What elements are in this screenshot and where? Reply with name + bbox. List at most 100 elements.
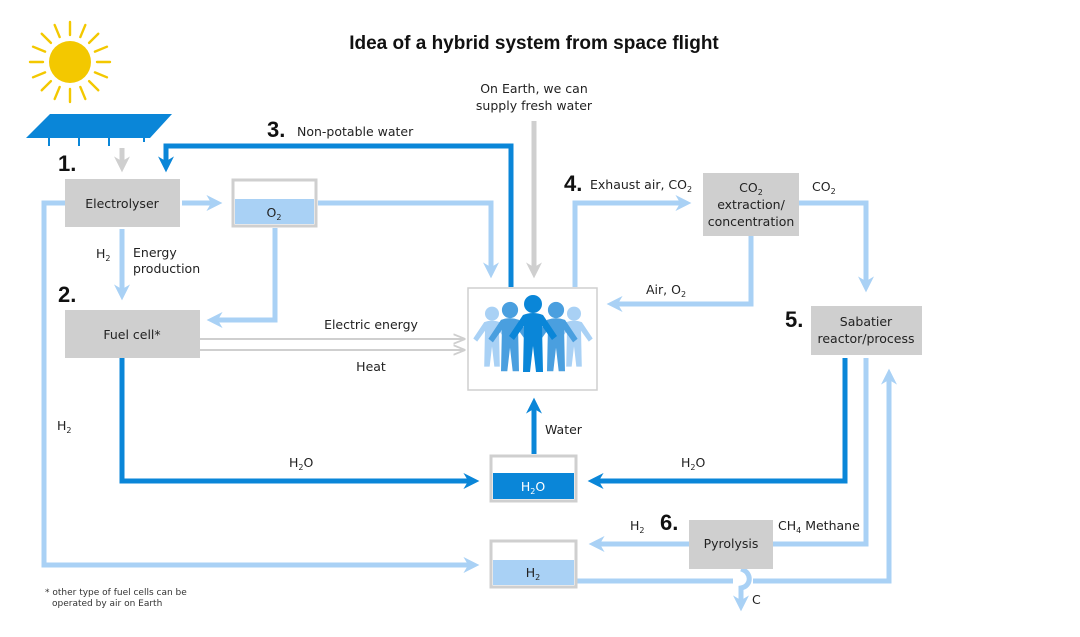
- sabatier-line1: Sabatier: [840, 314, 893, 329]
- h2o-tank[interactable]: H2O: [489, 454, 578, 503]
- pyrolysis-box[interactable]: Pyrolysis: [689, 520, 773, 569]
- earth-water-line1: On Earth, we can: [480, 81, 588, 96]
- svg-text:CH4 Methane: CH4 Methane: [778, 518, 860, 535]
- person-figure: [488, 301, 532, 372]
- co2-out-label: CO: [812, 179, 831, 194]
- sun-ray: [31, 71, 47, 79]
- sun-ray: [93, 71, 109, 79]
- svg-text:H2: H2: [96, 246, 111, 263]
- energy-production-line1: Energy: [133, 245, 177, 260]
- earth-water-line2: supply fresh water: [476, 98, 593, 113]
- h2-tank-label: H: [526, 565, 535, 580]
- svg-text:H2: H2: [57, 418, 72, 435]
- methane-arrow: [770, 358, 869, 547]
- h2-energy-sub: 2: [105, 254, 110, 263]
- sun-ray: [40, 32, 53, 45]
- sun-ray: [87, 79, 100, 92]
- h2o-left-label: H: [289, 455, 298, 470]
- step-5-number: 5.: [785, 307, 803, 332]
- air-o2-sub: 2: [681, 290, 686, 299]
- step-2-number: 2.: [58, 282, 76, 307]
- ch4-sub: 4: [796, 526, 801, 535]
- sun-ray: [53, 23, 61, 39]
- o2-tank-sub: 2: [276, 213, 281, 222]
- sun-ray: [53, 85, 61, 101]
- o2-tank-label: O: [267, 205, 277, 220]
- sun-ray: [93, 45, 109, 53]
- sun-ray: [79, 23, 87, 39]
- h2o-left-end: O: [304, 455, 314, 470]
- sun-icon: [28, 20, 112, 104]
- h2-tank-sub: 2: [535, 573, 540, 582]
- co2-to-sabatier-arrow: [799, 200, 875, 293]
- person-figure: [509, 295, 557, 372]
- sabatier-box[interactable]: Sabatier reactor/process: [811, 306, 922, 355]
- svg-text:O2: O2: [267, 205, 282, 222]
- co2-out-sub: 2: [831, 187, 836, 196]
- co2-box-line3: concentration: [708, 214, 795, 229]
- fuel-cell-label: Fuel cell*: [103, 327, 160, 342]
- co2-box-sub: 2: [758, 188, 763, 197]
- h2o-tank-label2: O: [535, 479, 545, 494]
- sun-ray: [40, 79, 53, 92]
- svg-text:CO2: CO2: [739, 180, 763, 197]
- carbon-label: C: [752, 592, 761, 607]
- h2-pyrolysis-sub: 2: [639, 526, 644, 535]
- carbon-output-arrow: [732, 566, 752, 612]
- h2-pyrolysis-label: H: [630, 518, 639, 533]
- h2-side-label: H: [57, 418, 66, 433]
- h2-side-sub: 2: [66, 426, 71, 435]
- heat-label: Heat: [356, 359, 386, 374]
- step-3-number: 3.: [267, 117, 285, 142]
- co2-box-line2: extraction/: [717, 197, 785, 212]
- energy-production-line2: production: [133, 261, 200, 276]
- methane-label: Methane: [801, 518, 860, 533]
- svg-text:H2: H2: [526, 565, 541, 582]
- h2o-right-label: H: [681, 455, 690, 470]
- people-box[interactable]: [467, 287, 598, 391]
- electrolyser-label: Electrolyser: [85, 196, 159, 211]
- h2-to-sabatier-arrow-b: [753, 368, 898, 584]
- co2-extraction-box[interactable]: CO2 extraction/ concentration: [703, 173, 799, 236]
- svg-text:Air, O2: Air, O2: [646, 282, 686, 299]
- exhaust-air-arrow: [572, 194, 692, 287]
- non-potable-water-arrow: [157, 143, 514, 287]
- water-label: Water: [545, 422, 583, 437]
- o2-tank[interactable]: O2: [231, 178, 318, 228]
- footnote-line1: * other type of fuel cells can be: [45, 588, 187, 598]
- svg-text:Exhaust air, CO2: Exhaust air, CO2: [590, 177, 692, 194]
- electric-energy-label: Electric energy: [324, 317, 418, 332]
- o2-to-people-arrow: [318, 200, 500, 279]
- non-potable-water-label: Non-potable water: [297, 124, 414, 139]
- h2o-right-end: O: [696, 455, 706, 470]
- step-6-number: 6.: [660, 510, 678, 535]
- step-1-number: 1.: [58, 151, 76, 176]
- air-o2-label: Air, O: [646, 282, 681, 297]
- svg-text:CO2: CO2: [812, 179, 836, 196]
- people-group-icon: [473, 295, 593, 372]
- solar-panels-icon: [26, 114, 172, 146]
- ch4-label: CH: [778, 518, 796, 533]
- fuel-cell-box[interactable]: Fuel cell*: [65, 310, 200, 358]
- h2-tank[interactable]: H2: [489, 539, 578, 589]
- h2-storage-arrow: [41, 200, 480, 574]
- person-figure: [534, 301, 578, 372]
- sabatier-line2: reactor/process: [817, 331, 914, 346]
- footnote-line2: operated by air on Earth: [52, 599, 162, 609]
- svg-text:H2O: H2O: [681, 455, 706, 472]
- sun-ray: [87, 32, 100, 45]
- pyrolysis-label: Pyrolysis: [704, 536, 759, 551]
- person-figure: [555, 306, 593, 367]
- svg-text:H2: H2: [630, 518, 645, 535]
- person-figure: [473, 306, 511, 367]
- fuelcell-water-arrow: [119, 358, 480, 490]
- electrolyser-box[interactable]: Electrolyser: [65, 179, 180, 227]
- o2-to-fuelcell-arrow: [206, 228, 278, 329]
- exhaust-air-sub: 2: [687, 185, 692, 194]
- h2o-right-sub: 2: [690, 463, 695, 472]
- sun-ray: [31, 45, 47, 53]
- sun-ray: [79, 85, 87, 101]
- h2-energy-label: H: [96, 246, 105, 261]
- exhaust-air-label: Exhaust air, CO: [590, 177, 687, 192]
